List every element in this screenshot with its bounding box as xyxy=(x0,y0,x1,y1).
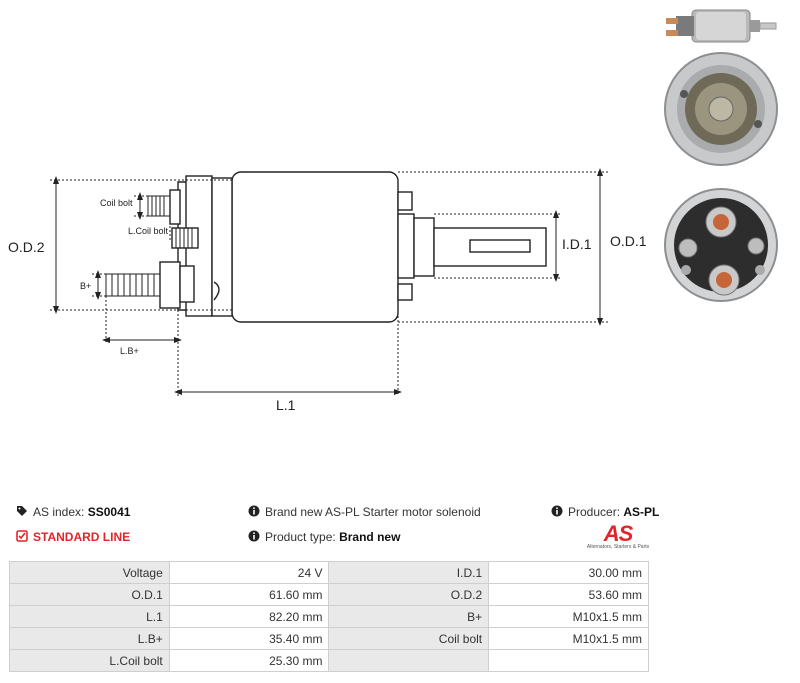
product-type: Product type: Brand new xyxy=(248,530,400,544)
as-index-value: SS0041 xyxy=(87,505,131,519)
spec-label-cell: L.B+ xyxy=(9,627,170,650)
spec-value-cell: 53.60 mm xyxy=(488,583,649,606)
spec-value-cell xyxy=(488,649,649,672)
product-photo-front xyxy=(664,52,778,166)
spec-label-cell: B+ xyxy=(328,605,490,628)
l-coil-bolt-label: L.Coil bolt xyxy=(128,226,169,236)
standard-line-label: STANDARD LINE xyxy=(33,530,131,544)
id1-label: I.D.1 xyxy=(562,236,592,252)
lb-plus-label: L.B+ xyxy=(120,346,139,356)
spec-value-cell: 35.40 mm xyxy=(168,627,330,650)
logo-tagline: Alternators, Starters & Parts xyxy=(586,544,650,550)
coil-bolt-label: Coil bolt xyxy=(100,198,133,208)
tag-icon xyxy=(17,506,27,516)
as-pl-logo: AS Alternators, Starters & Parts xyxy=(585,521,651,551)
product-photo-side xyxy=(666,9,777,43)
spec-value-cell: M10x1.5 mm xyxy=(488,627,649,650)
spec-label-cell: O.D.2 xyxy=(328,583,490,606)
spec-value-cell: 61.60 mm xyxy=(168,583,330,606)
checkbox-icon xyxy=(16,530,28,542)
od2-label: O.D.2 xyxy=(8,239,45,255)
b-plus-label: B+ xyxy=(80,281,91,291)
spec-label-cell: O.D.1 xyxy=(9,583,170,606)
spec-value-cell: M10x1.5 mm xyxy=(488,605,649,628)
standard-line-badge: STANDARD LINE xyxy=(16,530,130,544)
info-icon xyxy=(248,530,260,542)
product-type-label: Product type: xyxy=(265,530,336,544)
product-type-value: Brand new xyxy=(339,530,401,544)
description-text: Brand new AS-PL Starter motor solenoid xyxy=(265,505,481,519)
product-photo-terminals xyxy=(664,188,778,302)
spec-label-cell: L.1 xyxy=(9,605,170,628)
producer-value: AS-PL xyxy=(623,505,660,519)
spec-label-cell xyxy=(328,649,490,672)
logo-mark: AS xyxy=(603,521,634,546)
info-icon xyxy=(248,505,260,517)
producer-label: Producer: xyxy=(568,505,621,519)
as-index-label: AS index: xyxy=(33,505,85,519)
solenoid-technical-drawing: O.D.2 O.D.1 I.D.1 L.1 Coil bolt L.Coil b… xyxy=(8,168,647,413)
info-icon xyxy=(551,505,563,517)
spec-label-cell: Coil bolt xyxy=(328,627,490,650)
l1-label: L.1 xyxy=(276,397,296,413)
od1-label: O.D.1 xyxy=(610,233,647,249)
spec-label-cell: I.D.1 xyxy=(328,561,490,584)
description: Brand new AS-PL Starter motor solenoid xyxy=(248,505,481,519)
spec-value-cell: 82.20 mm xyxy=(168,605,330,628)
spec-value-cell: 24 V xyxy=(168,561,330,584)
spec-value-cell: 25.30 mm xyxy=(168,649,330,672)
spec-value-cell: 30.00 mm xyxy=(488,561,649,584)
as-index: AS index: SS0041 xyxy=(16,505,130,519)
spec-label-cell: L.Coil bolt xyxy=(9,649,170,672)
spec-label-cell: Voltage xyxy=(9,561,170,584)
producer: Producer: AS-PL xyxy=(551,505,659,519)
